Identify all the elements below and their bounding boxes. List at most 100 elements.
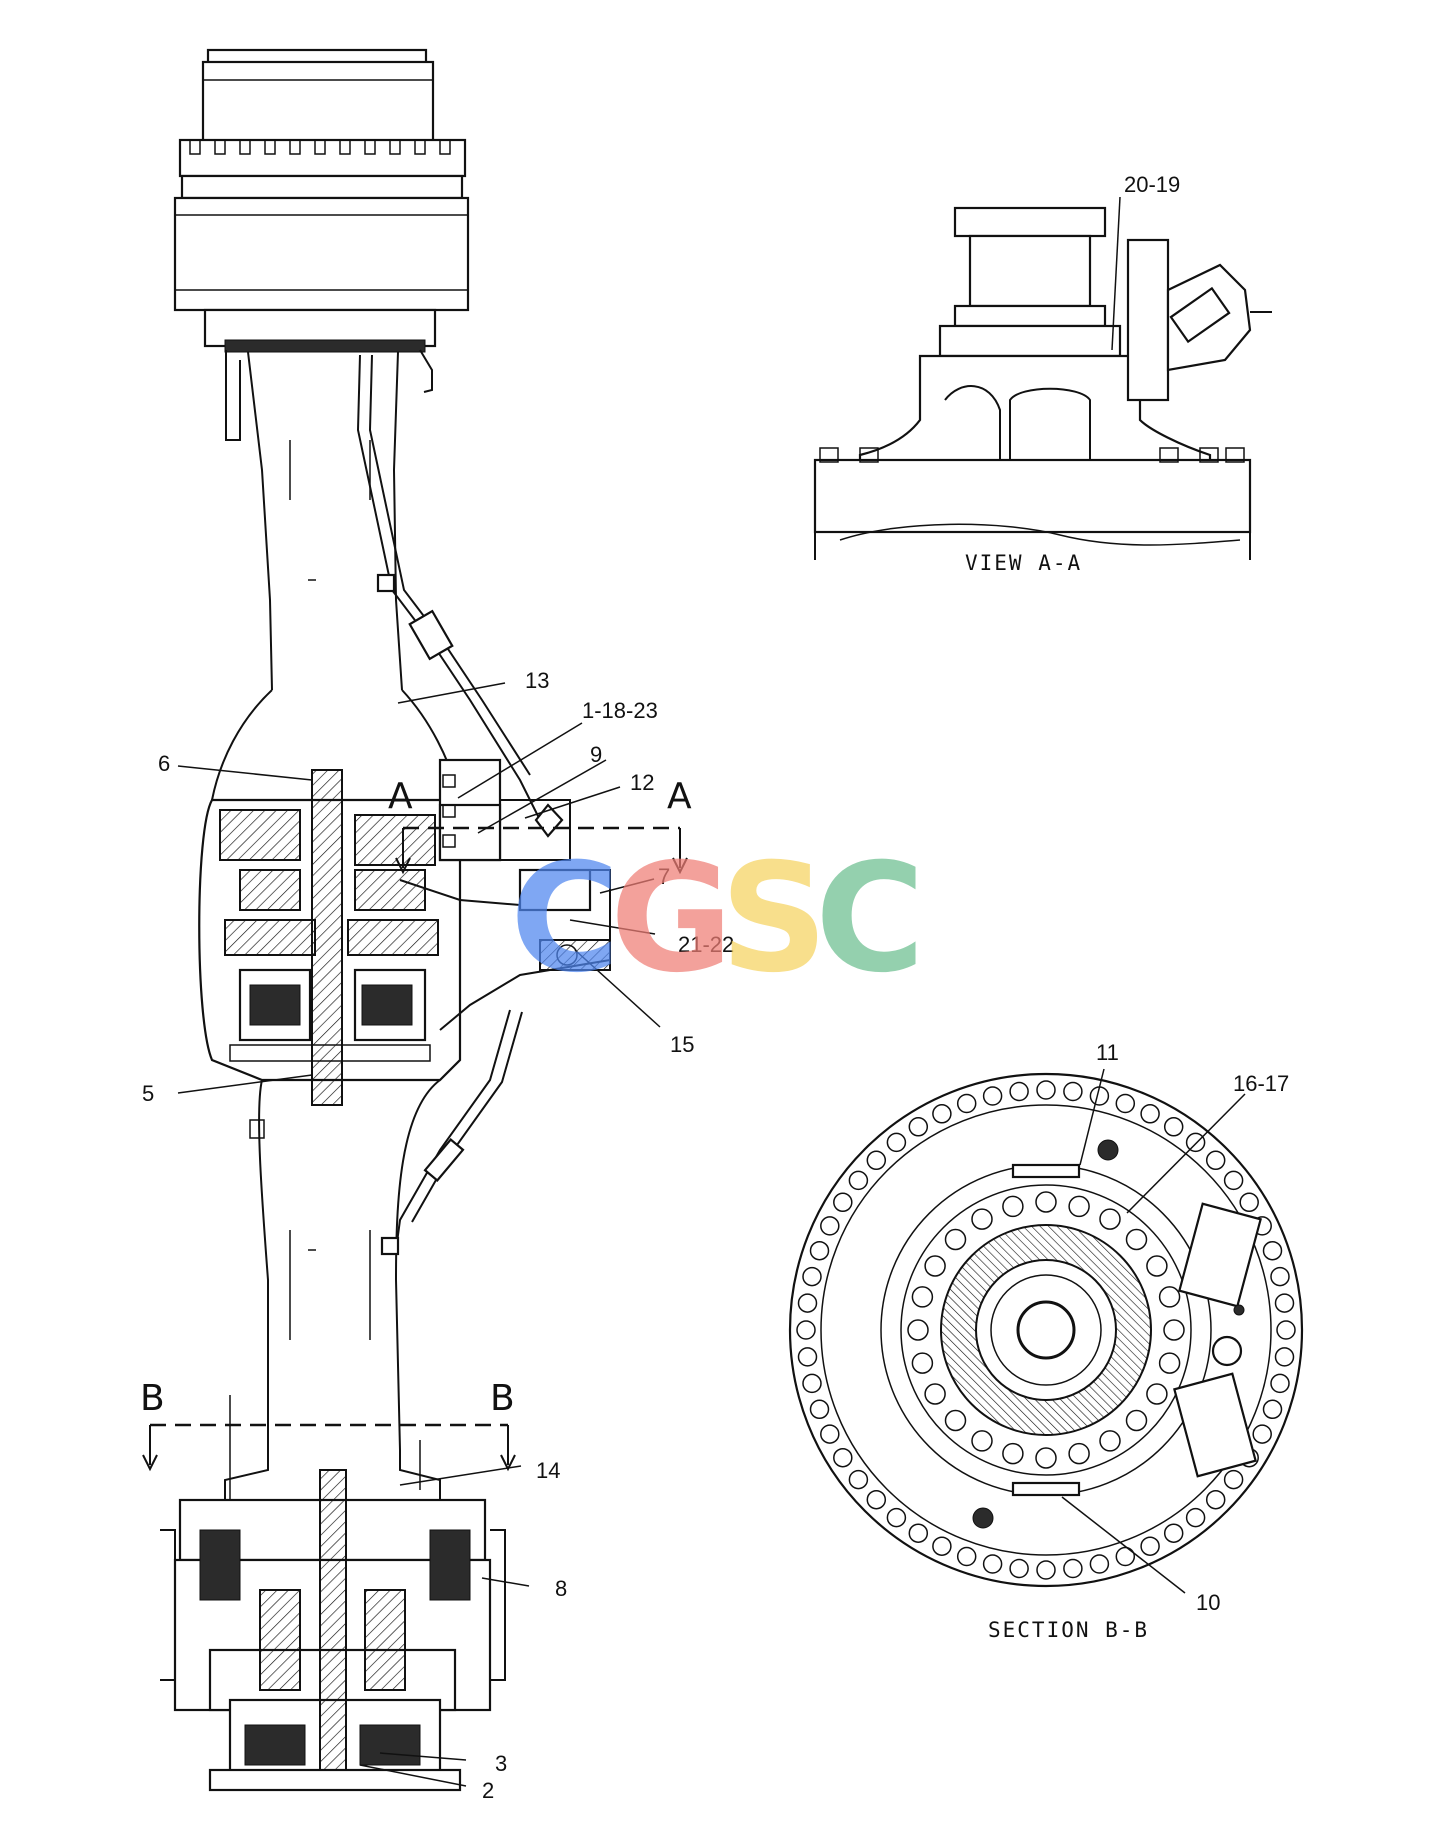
section-line-a (395, 826, 688, 875)
section-marker-b-left: B (140, 1378, 165, 1419)
bolt-hole (1146, 1383, 1168, 1405)
bolt-hole (1115, 1093, 1136, 1114)
bolt-hole (971, 1208, 993, 1230)
bottom-hub (160, 1395, 506, 1792)
bolt-hole (911, 1286, 934, 1308)
bolt-hole (796, 1320, 816, 1340)
bolt-hole (1223, 1469, 1244, 1490)
callout-20-19: 20-19 (1124, 172, 1180, 197)
bolt-hole (1274, 1347, 1295, 1367)
upper-axle-tube (211, 351, 541, 821)
section-marker-a-right: A (667, 776, 692, 817)
bolt-hole (924, 1255, 946, 1277)
bolt-hole (848, 1469, 869, 1490)
bolt-hole (797, 1347, 818, 1367)
bolt-hole (1125, 1409, 1148, 1432)
bolt-hole (944, 1409, 967, 1432)
bolt-hole (1036, 1080, 1056, 1100)
top-hub (173, 48, 470, 441)
bolt-hole (1035, 1447, 1057, 1469)
bolt-hole (1158, 1286, 1181, 1308)
bolt-hole (1099, 1430, 1121, 1452)
callout-7: 7 (658, 864, 670, 889)
bolt-hole (1274, 1293, 1295, 1313)
callout-14: 14 (536, 1458, 560, 1483)
view-a-a-title: VIEW A-A (965, 551, 1082, 575)
section-b-b-drawing (788, 1072, 1304, 1588)
callout-2: 2 (482, 1778, 494, 1803)
callout-5: 5 (142, 1081, 154, 1106)
bolt-hole (1163, 1319, 1185, 1341)
bolt-hole (1068, 1442, 1090, 1465)
bolt-hole (1252, 1424, 1272, 1444)
bolt-hole (1068, 1195, 1090, 1218)
callout-15: 15 (670, 1032, 694, 1057)
callout-8: 8 (555, 1576, 567, 1601)
callout-11: 11 (1096, 1040, 1119, 1065)
bolt-hole (1270, 1373, 1290, 1394)
bolt-hole (1140, 1536, 1160, 1556)
view-a-a-drawing (813, 206, 1272, 560)
leader-lines (177, 196, 1246, 1787)
bolt-hole (1035, 1191, 1057, 1213)
watermark-letter: C (815, 832, 925, 1006)
bolt-hole (802, 1373, 822, 1394)
bolt-hole (1125, 1228, 1148, 1251)
callout-12: 12 (630, 770, 654, 795)
section-line-b (142, 1423, 516, 1472)
bolt-hole (1262, 1240, 1283, 1261)
bolt-hole (1063, 1558, 1083, 1579)
bolt-hole (809, 1240, 830, 1261)
bolt-hole (956, 1546, 977, 1567)
section-b-b-title: SECTION B-B (988, 1618, 1149, 1642)
watermark-letter: S (720, 832, 828, 1006)
bolt-hole (1009, 1081, 1029, 1102)
bolt-hole (866, 1150, 887, 1171)
bolt-hole (932, 1536, 952, 1556)
bolt-hole (797, 1293, 818, 1313)
callout-9: 9 (590, 742, 602, 767)
bolt-hole (1276, 1320, 1296, 1340)
watermark-logo: C G S C (510, 832, 925, 1006)
bolt-hole (1239, 1192, 1259, 1213)
bolt-hole (1163, 1523, 1184, 1543)
bolt-hole (1009, 1558, 1029, 1579)
bolt-hole (820, 1424, 840, 1444)
bolt-hole (932, 1104, 952, 1124)
bolt-hole (1002, 1195, 1024, 1218)
callout-1-18-23: 1-18-23 (582, 698, 658, 723)
bolt-hole (1036, 1560, 1056, 1580)
callout-21-22: 21-22 (678, 932, 734, 957)
bolt-hole (924, 1383, 946, 1405)
bolt-hole (833, 1447, 853, 1468)
watermark-letter: G (610, 832, 733, 1006)
bolt-hole (802, 1266, 822, 1287)
bolt-hole (1140, 1104, 1160, 1124)
bolt-hole (1115, 1546, 1136, 1567)
callout-10: 10 (1196, 1590, 1220, 1615)
bolt-hole (1262, 1399, 1283, 1420)
bolt-hole (1270, 1266, 1290, 1287)
bolt-hole (820, 1216, 840, 1236)
bolt-hole (911, 1352, 934, 1374)
bolt-hole (1223, 1170, 1244, 1191)
callout-16-17: 16-17 (1233, 1071, 1289, 1096)
bolt-hole (982, 1086, 1003, 1106)
bolt-hole (1163, 1117, 1184, 1137)
bolt-hole (886, 1507, 907, 1528)
bolt-hole (1146, 1255, 1168, 1277)
bolt-hole (866, 1489, 887, 1510)
bolt-hole (982, 1554, 1003, 1574)
bolt-hole (1158, 1352, 1181, 1374)
bolt-hole (1002, 1442, 1024, 1465)
section-marker-b-right: B (490, 1378, 515, 1419)
bolt-hole (1099, 1208, 1121, 1230)
bolt-hole (971, 1430, 993, 1452)
bolt-hole (1205, 1150, 1226, 1171)
bolt-hole (1063, 1081, 1083, 1102)
bolt-hole (886, 1132, 907, 1153)
bolt-hole (833, 1192, 853, 1213)
bolt-hole (1185, 1132, 1206, 1153)
callout-6: 6 (158, 751, 170, 776)
